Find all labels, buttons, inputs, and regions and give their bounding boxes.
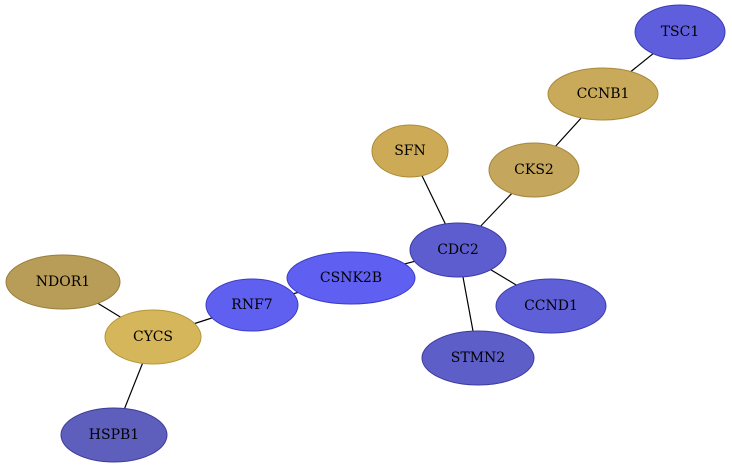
node-label: CYCS — [133, 329, 173, 345]
node-shape — [205, 278, 299, 332]
node-shape — [409, 222, 507, 278]
node-shape — [60, 407, 168, 463]
node-shape — [5, 254, 121, 310]
node-rnf7[interactable]: RNF7 — [205, 278, 299, 332]
node-sfn[interactable]: SFN — [371, 124, 449, 178]
node-shape — [104, 309, 202, 365]
node-label: SFN — [394, 143, 426, 159]
node-label: TSC1 — [661, 24, 700, 40]
node-csnk2b[interactable]: CSNK2B — [286, 251, 416, 305]
node-tsc1[interactable]: TSC1 — [634, 4, 726, 60]
node-shape — [547, 67, 659, 121]
node-ndor1[interactable]: NDOR1 — [5, 254, 121, 310]
node-hspb1[interactable]: HSPB1 — [60, 407, 168, 463]
node-shape — [286, 251, 416, 305]
node-label: CDC2 — [437, 242, 479, 258]
node-label: STMN2 — [451, 350, 505, 366]
node-label: CCND1 — [524, 298, 578, 314]
node-stmn2[interactable]: STMN2 — [421, 330, 535, 386]
node-shape — [634, 4, 726, 60]
node-cycs[interactable]: CYCS — [104, 309, 202, 365]
node-cdc2[interactable]: CDC2 — [409, 222, 507, 278]
node-label: CCNB1 — [577, 86, 630, 102]
node-label: HSPB1 — [89, 427, 139, 443]
node-shape — [421, 330, 535, 386]
node-shape — [488, 142, 580, 198]
node-label: NDOR1 — [36, 274, 90, 290]
node-label: CKS2 — [514, 162, 554, 178]
node-shape — [495, 278, 607, 334]
node-ccnb1[interactable]: CCNB1 — [547, 67, 659, 121]
node-cks2[interactable]: CKS2 — [488, 142, 580, 198]
node-label: RNF7 — [231, 297, 272, 313]
node-label: CSNK2B — [320, 270, 382, 286]
node-ccnd1[interactable]: CCND1 — [495, 278, 607, 334]
node-shape — [371, 124, 449, 178]
